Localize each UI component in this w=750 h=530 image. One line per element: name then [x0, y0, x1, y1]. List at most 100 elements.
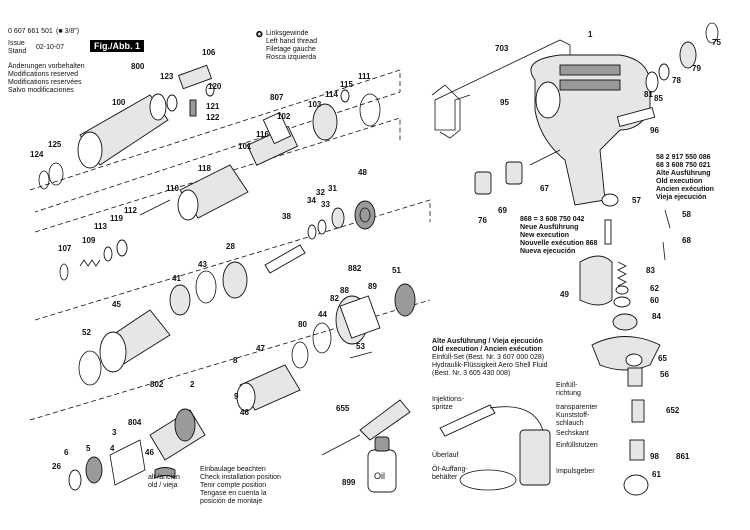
callout-46: 46 [240, 408, 249, 417]
callout-118: 118 [198, 164, 211, 173]
install-note-line-2: Check installation position [200, 474, 281, 481]
label-syringe: spritze [432, 404, 453, 411]
callout-45: 45 [112, 300, 121, 309]
gear-31 [331, 207, 345, 229]
callout-26: 26 [52, 462, 61, 471]
notice-de: Änderungen vorbehalten [8, 63, 85, 70]
gear-48-hole [359, 207, 371, 223]
housing-100-front [149, 93, 167, 121]
new-exec-t4: Nueva ejecución [520, 248, 576, 255]
callout-53: 53 [356, 342, 365, 351]
part-34 [307, 224, 317, 240]
callout-5: 5 [86, 444, 91, 453]
callout-32: 32 [316, 188, 325, 197]
callout-899: 899 [342, 478, 356, 487]
part-46-old [154, 467, 176, 479]
callout-102: 102 [277, 112, 291, 121]
callout-67: 67 [540, 184, 549, 193]
callout-652: 652 [666, 406, 680, 415]
label-injection: Injektions- [432, 396, 464, 403]
frame-lower-mid [34, 199, 431, 321]
callout-84: 84 [652, 312, 661, 321]
part-79 [679, 41, 697, 69]
callout-48: 48 [358, 168, 367, 177]
hanger-703 [434, 39, 571, 131]
callout-81: 81 [644, 90, 653, 99]
grip-band [559, 64, 621, 76]
callout-33: 33 [321, 200, 330, 209]
callout-114: 114 [325, 90, 338, 99]
new-exec-t3: Nouvelle exécution 868 [520, 240, 598, 247]
callout-49: 49 [560, 290, 569, 299]
cage-5 [109, 439, 146, 486]
callout-111: 111 [358, 72, 371, 81]
callout-80: 80 [298, 320, 307, 329]
ring-124 [38, 170, 50, 190]
gear-2 [174, 408, 196, 442]
callout-804: 804 [128, 418, 142, 427]
rod-112 [139, 199, 171, 216]
callout-57: 57 [632, 196, 641, 205]
callout-28: 28 [226, 242, 235, 251]
callout-60: 60 [650, 296, 659, 305]
part-106 [177, 64, 213, 90]
label-fill-dir-2: richtung [556, 390, 581, 397]
syringe [439, 404, 496, 437]
housing-118-end [177, 189, 199, 221]
install-note: Einbaulage beachten Check installation p… [200, 466, 281, 506]
alt-note-2: old / vieja [148, 482, 178, 489]
callout-2: 2 [190, 380, 195, 389]
callout-47: 47 [256, 344, 265, 353]
callout-41: 41 [172, 274, 181, 283]
ring-107 [59, 263, 69, 281]
callout-119: 119 [110, 214, 123, 223]
callout-78: 78 [672, 76, 681, 85]
old-execution-bottom: Alte Ausführung / Vieja ejecución Old ex… [432, 338, 548, 378]
part-652 [631, 399, 645, 423]
frame-upper [29, 69, 401, 213]
callout-6: 6 [64, 448, 69, 457]
part-60 [613, 296, 631, 308]
notice-fr: Modifications reservées [8, 79, 82, 86]
grip-band-2 [559, 79, 621, 91]
notice-en: Modifications reserved [8, 71, 79, 78]
lht-de: Linksgewinde [266, 30, 309, 37]
part-57 [601, 193, 619, 207]
spring-109 [79, 259, 101, 267]
ring-43 [195, 270, 217, 304]
filter-49 [579, 255, 613, 306]
plate-85 [591, 336, 661, 371]
callout-655: 655 [336, 404, 350, 413]
bearing-41 [169, 284, 191, 316]
callout-802: 802 [150, 380, 164, 389]
shaft-38 [264, 244, 306, 274]
callout-56: 56 [660, 370, 669, 379]
screwdriver-blade [321, 434, 361, 456]
lht-fr: Filetage gauche [266, 46, 316, 53]
callout-103: 103 [308, 100, 322, 109]
alt-note-1: alt /ancien [148, 474, 180, 481]
callout-4: 4 [110, 444, 115, 453]
ring-47-lower [291, 341, 309, 369]
callout-31: 31 [328, 184, 337, 193]
old-exec-t1: Alte Ausführung [656, 170, 711, 177]
stand-label: Stand [8, 48, 27, 55]
callout-8: 8 [233, 356, 238, 365]
part-78 [658, 63, 670, 81]
callout-807: 807 [270, 93, 284, 102]
lht-es: Rosca izquierda [266, 54, 317, 61]
callout-115: 115 [340, 80, 353, 89]
install-note-line-4: Tengase en cuenta la [200, 490, 267, 497]
callout-52: 52 [82, 328, 91, 337]
housing-100-end [77, 131, 103, 169]
old-execution-right: 58 2 917 550 086 68 3 608 750 021 Alte A… [656, 154, 714, 202]
pulse-unit [519, 429, 551, 486]
issue-label: Issue [8, 40, 25, 47]
callout-110: 110 [166, 184, 179, 193]
callout-112: 112 [124, 206, 137, 215]
callout-68-old: 68 [682, 236, 691, 245]
callout-124: 124 [30, 150, 44, 159]
lht-en: Left hand thread [266, 38, 317, 45]
callout-61: 61 [652, 470, 661, 479]
